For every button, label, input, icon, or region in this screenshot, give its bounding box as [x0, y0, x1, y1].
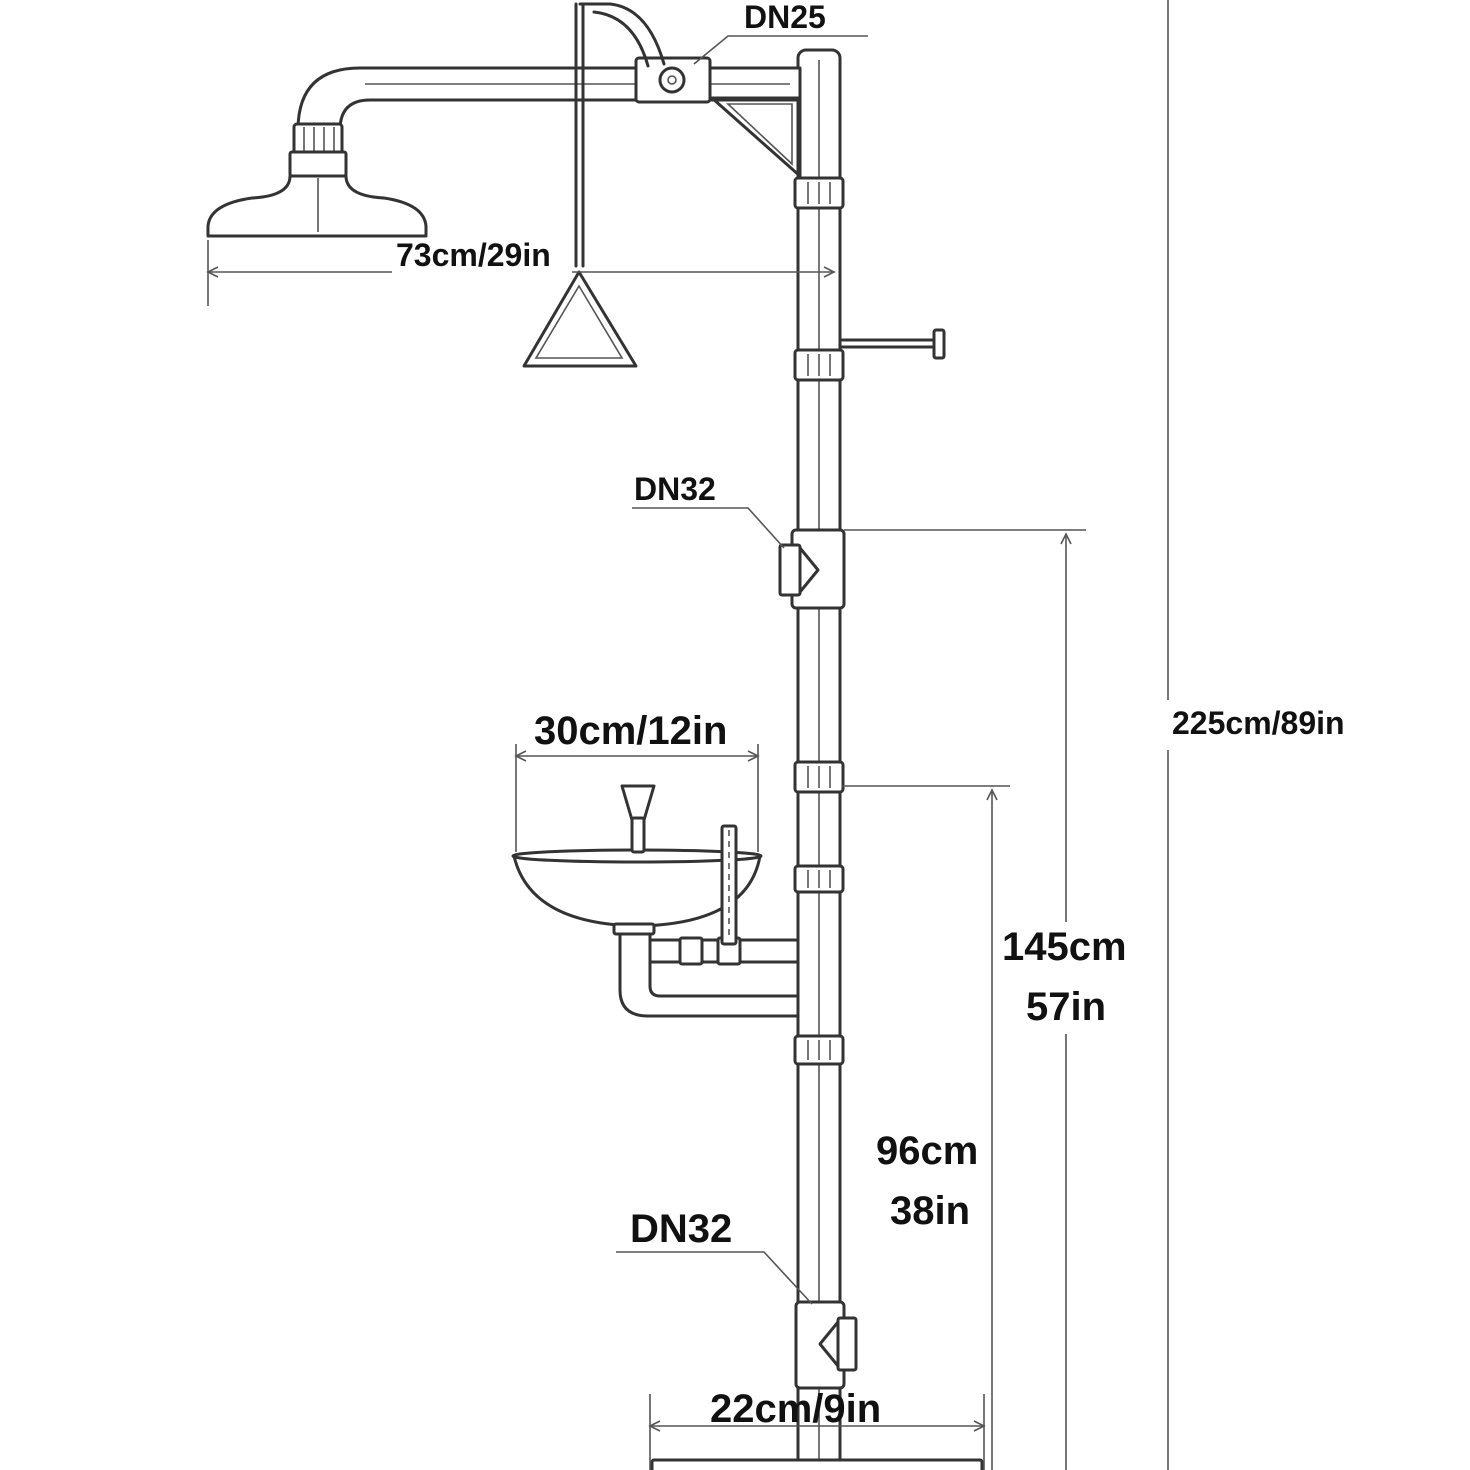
- bowl-height-cm-label: 96cm: [876, 1129, 978, 1173]
- dn32-bottom-label: DN32: [630, 1207, 732, 1251]
- dn25-label: DN25: [744, 0, 826, 35]
- pull-rod-handle[interactable]: [522, 2, 638, 368]
- valve-height-in-label: 57in: [1026, 985, 1106, 1029]
- shower-reach-label: 73cm/29in: [396, 237, 551, 273]
- shower-assembly: [206, 2, 802, 238]
- valve-height-cm-label: 145cm: [1002, 925, 1127, 969]
- main-pipe: [793, 48, 845, 1470]
- base-width-label: 22cm/9in: [710, 1387, 881, 1431]
- eyewash-bowl: [511, 784, 800, 1018]
- pipe-coupling-5: [793, 1034, 845, 1066]
- bowl-width-label: 30cm/12in: [534, 709, 727, 753]
- shower-head: [206, 122, 428, 238]
- dimension-lines: [206, 0, 1169, 1470]
- dn32-middle-label: DN32: [634, 471, 716, 507]
- total-height-label: 225cm/89in: [1172, 705, 1345, 741]
- pipe-coupling-4: [793, 864, 845, 894]
- valve-bottom: [794, 1300, 858, 1390]
- valve-top: [634, 56, 712, 104]
- bowl-height-in-label: 38in: [890, 1189, 970, 1233]
- leader-lines: [616, 35, 868, 1305]
- valve-middle: [778, 528, 846, 610]
- pipe-coupling-2: [793, 348, 845, 382]
- pipe-coupling-1: [793, 176, 845, 210]
- pipe-coupling-3: [793, 760, 845, 794]
- base-plate: [650, 1458, 984, 1470]
- side-handle[interactable]: [838, 328, 946, 360]
